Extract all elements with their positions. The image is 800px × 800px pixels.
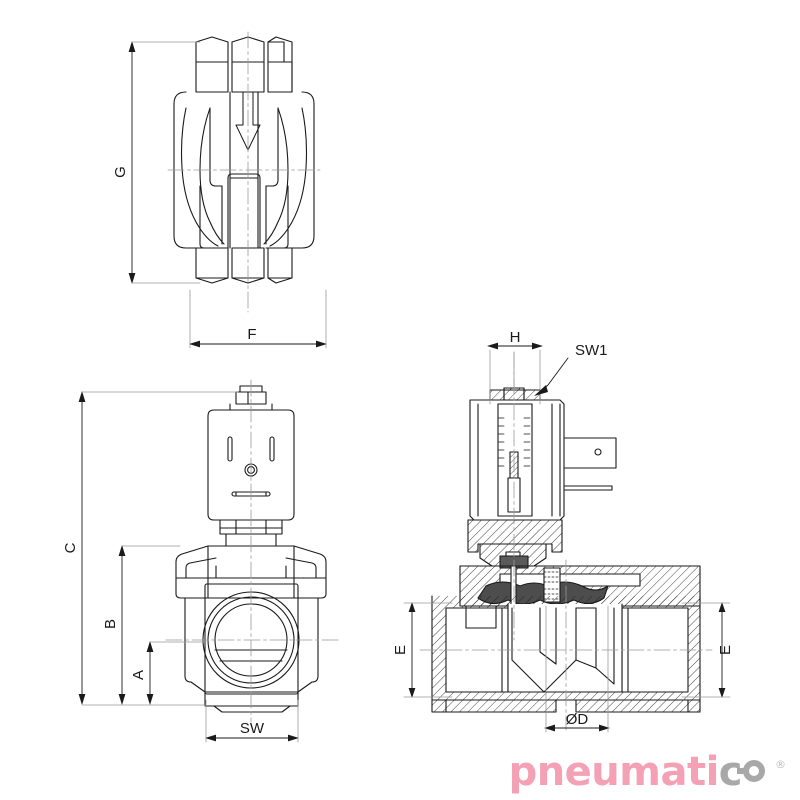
dimension-B — [118, 545, 181, 705]
dimension-G — [128, 41, 201, 284]
dimension-label-SW1: SW1 — [575, 342, 608, 359]
top-view-centerlines — [167, 31, 321, 313]
dimension-label-F: F — [247, 326, 256, 343]
dimension-C — [78, 391, 239, 706]
dimension-label-G: G — [112, 166, 129, 178]
dimension-E-right — [681, 602, 731, 698]
dimension-label-E-right: E — [717, 645, 734, 655]
top-view-geometry — [173, 36, 315, 284]
logo-text-primary: pneumati — [508, 749, 720, 795]
dimension-label-SW: SW — [240, 720, 265, 737]
dimension-F — [189, 289, 327, 349]
dimension-H — [487, 342, 543, 405]
dimension-label-H: H — [510, 329, 521, 346]
dimension-label-C: C — [62, 542, 79, 553]
section-view-centerlines — [419, 351, 713, 731]
section-view-geometry — [431, 387, 701, 713]
dimension-label-OD: ØD — [566, 711, 589, 728]
pneumatico-logo: pneumati c ® — [509, 752, 786, 792]
logo-registered-mark: ® — [775, 758, 786, 771]
dimension-label-E-left: E — [392, 645, 409, 655]
dimension-A — [146, 641, 207, 705]
logo-circle-dash-icon — [737, 760, 773, 790]
leader-SW1 — [534, 357, 569, 396]
dimension-OD — [544, 605, 610, 733]
dimension-label-B: B — [102, 619, 119, 629]
front-view-centerlines — [165, 379, 341, 723]
dimension-E-left — [403, 602, 453, 698]
dimension-SW — [205, 699, 299, 743]
dimension-label-A: A — [130, 670, 147, 680]
logo-text-secondary: c — [718, 749, 743, 795]
